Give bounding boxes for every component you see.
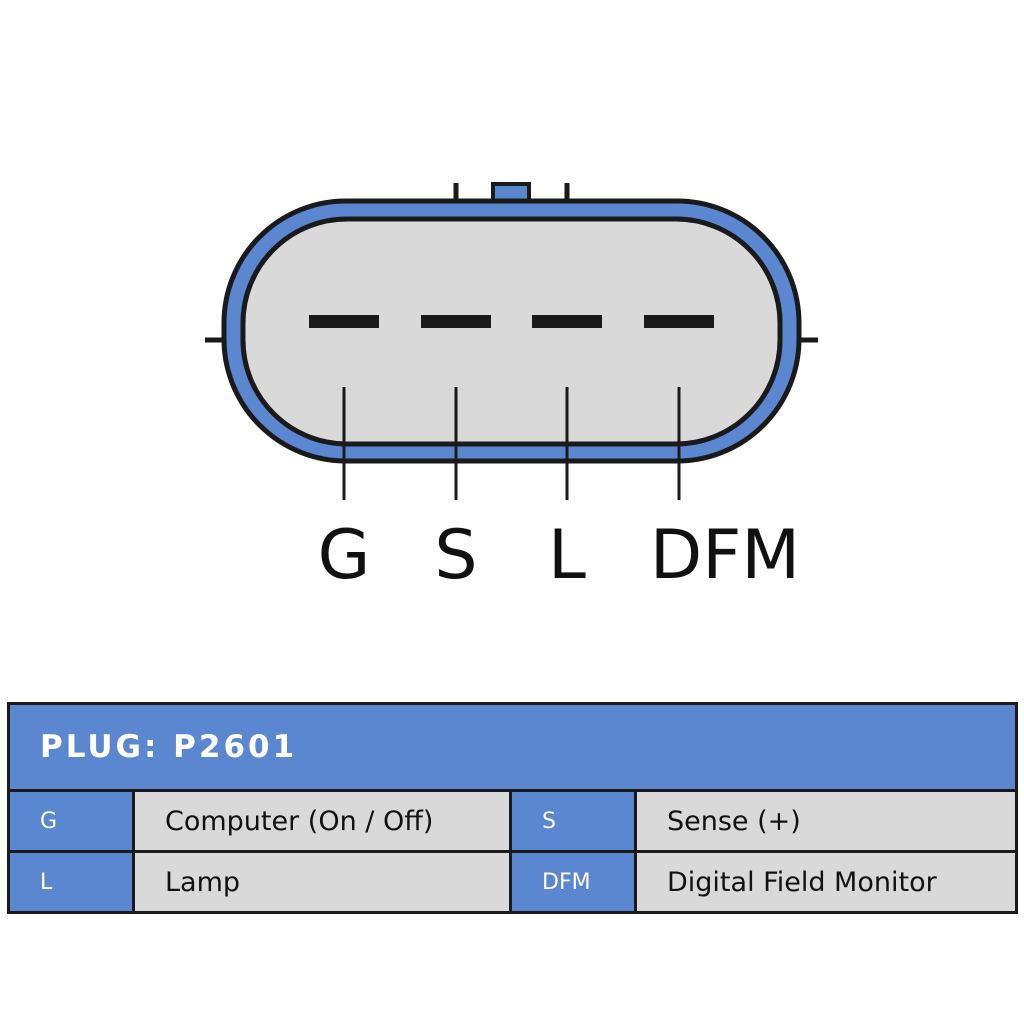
plug-title: PLUG: P2601 (7, 702, 1018, 792)
terminal-slot (532, 315, 602, 328)
connector-housing-inner (240, 216, 783, 447)
pin-code: L (7, 850, 135, 914)
terminals (309, 315, 714, 328)
terminal-slot (309, 315, 379, 328)
pin-description: Digital Field Monitor (634, 850, 1018, 914)
terminal-slot (644, 315, 714, 328)
terminal-slot (421, 315, 491, 328)
pin-label: S (434, 516, 477, 595)
pin-label: G (318, 516, 371, 595)
table-row: G Computer (On / Off) S Sense (+) (7, 789, 1018, 853)
leader-lines (342, 387, 681, 500)
pin-table: PLUG: P2601 G Computer (On / Off) S Sens… (7, 702, 1018, 914)
pin-code: DFM (509, 850, 637, 914)
pin-description: Lamp (132, 850, 512, 914)
table-row: L Lamp DFM Digital Field Monitor (7, 850, 1018, 914)
pin-description: Computer (On / Off) (132, 789, 512, 853)
pin-label: DFM (650, 516, 800, 595)
pin-code: G (7, 789, 135, 853)
table-title-row: PLUG: P2601 (7, 702, 1018, 792)
pin-code: S (509, 789, 637, 853)
pin-description: Sense (+) (634, 789, 1018, 853)
pin-label: L (548, 516, 586, 595)
